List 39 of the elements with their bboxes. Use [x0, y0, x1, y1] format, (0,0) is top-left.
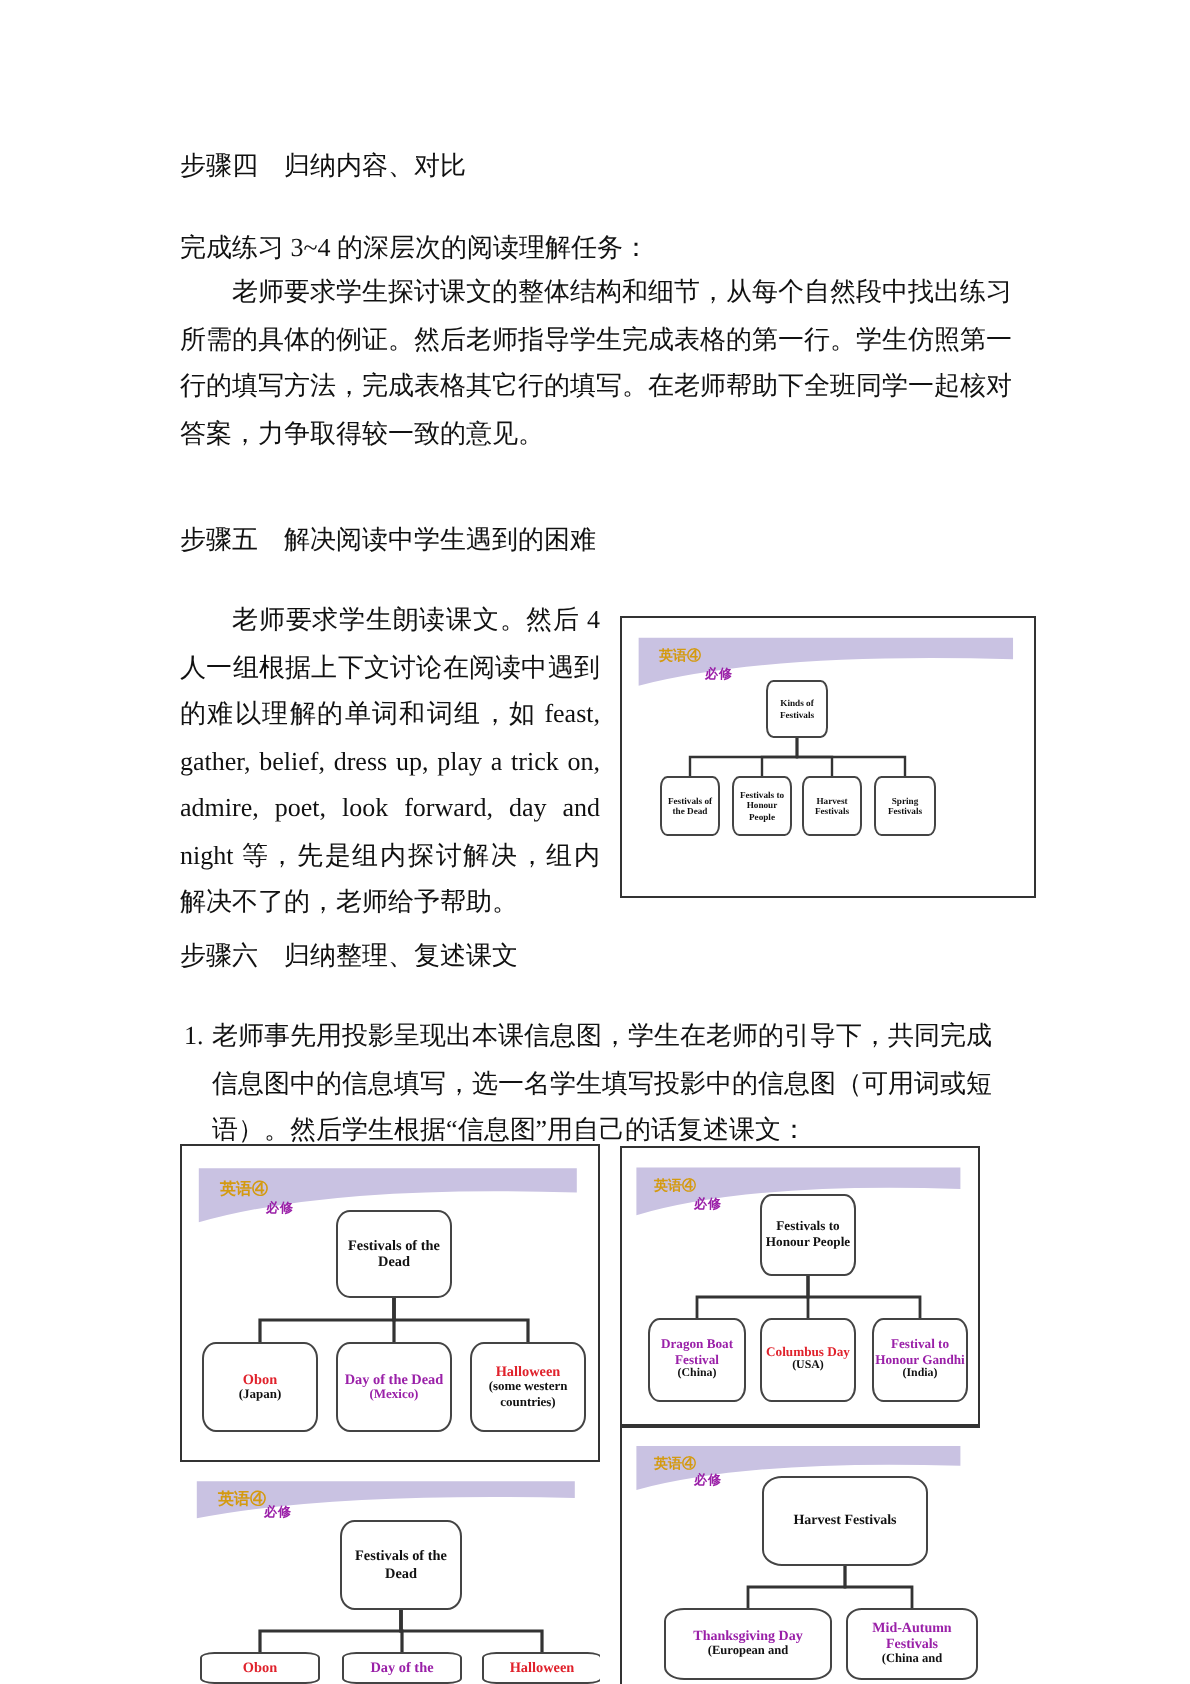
connector-line: [843, 1566, 914, 1608]
tree-node-box: [802, 776, 862, 836]
tree-node-box: [336, 1210, 452, 1298]
list-number: 1.: [184, 1018, 206, 1054]
step-heading: 步骤六 归纳整理、复述课文: [180, 938, 520, 974]
connector-line: [806, 1276, 922, 1318]
tree-node-box: [340, 1520, 462, 1610]
tree-node-box: [664, 1608, 832, 1680]
step-heading: 步骤五 解决阅读中学生遇到的困难: [180, 522, 598, 558]
slide-panel: [620, 1426, 980, 1684]
connector-line: [392, 1298, 530, 1342]
tree-node-box: [874, 776, 936, 836]
slide-header-text: 英语④: [219, 1177, 268, 1200]
tree-node-box: [470, 1342, 586, 1432]
paragraph: 老师事先用投影呈现出本课信息图，学生在老师的引导下，共同完成信息图中的信息填写，选一名学生填写投影中的信息图（可用词或短语）。然后学生根据“信息图”用自己的话复述课文：: [212, 1018, 994, 1148]
tree-node-box: [200, 1652, 320, 1684]
tree-node-box: [872, 1318, 968, 1402]
connector-line: [795, 738, 907, 776]
paragraph: 老师要求学生朗读课文。然后 4 人一组根据上下文讨论在阅读中遇到的难以理解的单词和词组，如 feast, gather, belief, dress up, play a trick on, admire, poet, look forward, day and night 等，先是组内探讨解决，组内解决不了的，老师给予帮助。: [180, 602, 600, 920]
slide-panel: [620, 1146, 980, 1426]
tree-node-box: [482, 1652, 600, 1684]
tree-node-box: [660, 776, 720, 836]
paragraph: 老师要求学生探讨课文的整体结构和细节，从每个自然段中找出练习所需的具体的例证。然后老师指导学生完成表格的第一行。学生仿照第一行的填写方法，完成表格其它行的填写。在老师帮助下全班同学一起核对答案，力争取得较一致的意见。: [180, 274, 1012, 451]
tree-node-box: [342, 1652, 462, 1684]
tree-node-box: [766, 680, 828, 738]
step-heading: 步骤四 归纳内容、对比: [180, 148, 468, 184]
tree-node-box: [760, 1194, 856, 1276]
tree-node-box: [762, 1476, 928, 1566]
tree-node-box: [202, 1342, 318, 1432]
tree-node-box: [336, 1342, 452, 1432]
tree-node-box: [760, 1318, 856, 1402]
slide-panel: [620, 616, 1036, 898]
connector-line: [399, 1610, 544, 1652]
tree-node-box: [732, 776, 792, 836]
slide-panel: [180, 1144, 600, 1462]
tree-node-box: [648, 1318, 746, 1402]
slide-header-text: 英语④: [217, 1487, 266, 1508]
tree-node-box: [846, 1608, 978, 1680]
instruction-text: 完成练习 3~4 的深层次的阅读理解任务：: [180, 230, 652, 266]
